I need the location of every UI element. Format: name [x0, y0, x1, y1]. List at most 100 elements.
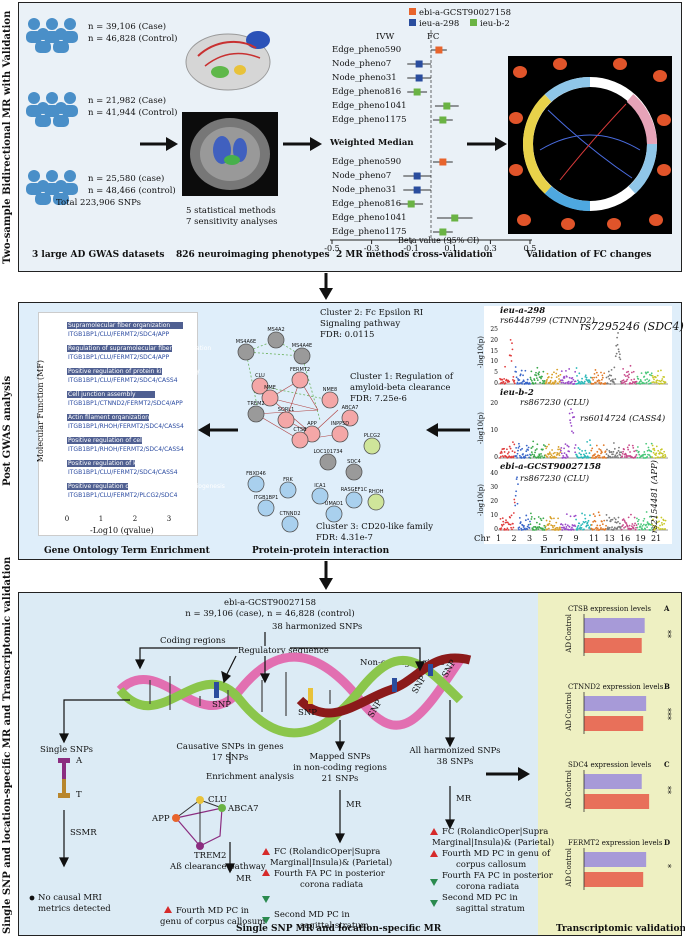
- manhattan-point: [575, 383, 577, 385]
- manhattan-point: [521, 382, 524, 385]
- forest-row-label: Edge_pheno590: [332, 157, 402, 167]
- expr-letter: C: [664, 760, 670, 769]
- manhattan-point: [556, 453, 559, 456]
- ppi-node: [247, 475, 265, 493]
- manhattan-point: [560, 381, 563, 384]
- manhattan-point: [539, 381, 542, 384]
- manhattan-point: [601, 374, 604, 377]
- dataset-total: Total 223,906 SNPs: [56, 198, 141, 208]
- manhattan-point: [589, 376, 592, 379]
- manhattan-point: [605, 457, 607, 459]
- manhattan-point: [613, 447, 616, 450]
- manhattan-point: [580, 524, 583, 527]
- cluster2-line1: Cluster 2: Fc Epsilon RI: [320, 308, 424, 318]
- manhattan-point: [500, 451, 503, 454]
- manhattan-point: [513, 379, 516, 382]
- manhattan-point: [558, 378, 560, 380]
- manhattan-point: [553, 382, 556, 385]
- manhattan-point: [637, 378, 640, 380]
- manhattan-point: [636, 446, 639, 448]
- caption-transcriptomic: Transcriptomic validation: [556, 924, 685, 934]
- manhattan-point: [518, 442, 520, 445]
- manhattan-point: [502, 456, 505, 458]
- manhattan-point: [560, 446, 563, 449]
- manhattan-point: [563, 526, 565, 529]
- manhattan-point: [552, 528, 555, 531]
- manhattan-point: [545, 519, 548, 522]
- manhattan-point: [604, 450, 607, 453]
- manhattan-point: [503, 447, 506, 450]
- people-icon-group-3: [26, 170, 78, 205]
- manhattan-point: [519, 521, 522, 523]
- manhattan-point: [544, 454, 547, 457]
- manhattan-point: [563, 452, 566, 455]
- go-gene-label: ITGB1BP1/CLU/FERMT2/SDC4/APP: [68, 331, 170, 338]
- manhattan-point: [586, 440, 589, 443]
- expr-title: SDC4 expression levels: [568, 761, 652, 769]
- manhattan-point: [664, 455, 667, 458]
- manhattan-point: [541, 455, 543, 457]
- manhattan-point: [607, 455, 610, 458]
- manhattan-point: [559, 528, 562, 531]
- manhattan-point: [574, 380, 577, 383]
- manhattan-point: [591, 447, 594, 450]
- manhattan-point: [510, 514, 513, 517]
- manhattan-point: [654, 381, 656, 384]
- allele-a: A: [76, 756, 83, 766]
- manhattan-point: [535, 374, 538, 377]
- manhattan-point: [640, 380, 642, 383]
- forest-col-fc: FC: [427, 32, 440, 42]
- forest-row-label: Edge_pheno1175: [332, 227, 407, 237]
- expr-bar-ad: [584, 638, 642, 653]
- manhattan-point: [563, 447, 565, 450]
- manhattan-point: [546, 378, 548, 381]
- manhattan-point: [560, 452, 563, 455]
- manhattan-point: [659, 456, 662, 459]
- manhattan-point: [659, 380, 662, 383]
- manhattan-point: [573, 447, 576, 449]
- manhattan-point: [552, 526, 554, 529]
- manhattan-point: [660, 379, 663, 382]
- manhattan-point: [557, 446, 560, 448]
- manhattan-point: [636, 375, 639, 378]
- manhattan-point: [534, 382, 537, 384]
- manhattan-point: [533, 455, 536, 458]
- expr-label-control: Control: [565, 848, 573, 875]
- manhattan-point: [569, 515, 572, 518]
- manhattan-point: [521, 524, 524, 527]
- ppi-node: [345, 463, 363, 481]
- ppi-node: [251, 377, 269, 395]
- manhattan-point: [520, 369, 523, 372]
- manhattan-point: [631, 382, 634, 385]
- manhattan-point: [553, 517, 555, 520]
- legend-swatch-1: [409, 8, 416, 15]
- manhattan-point: [517, 483, 519, 486]
- manhattan-point: [640, 372, 643, 375]
- p3-abeta: Aß clearance pathway: [170, 862, 266, 872]
- manhattan-point: [508, 523, 511, 526]
- snp-label-2: SNP: [298, 708, 317, 718]
- snp-label-1: SNP: [212, 700, 231, 710]
- manhattan-point: [584, 374, 587, 377]
- manhattan-point: [512, 522, 514, 525]
- manhattan-point: [566, 524, 569, 527]
- manhattan-point: [603, 372, 606, 375]
- arrow-forest-to-fc: [467, 137, 507, 151]
- manhattan-point: [537, 516, 540, 518]
- manhattan-point: [530, 370, 533, 373]
- manhattan-point: [535, 448, 538, 450]
- manhattan-point: [574, 514, 577, 517]
- manhattan-point: [525, 444, 528, 447]
- manhattan-point: [622, 450, 625, 453]
- manhattan-point: [601, 378, 603, 381]
- manhattan-point: [545, 381, 548, 384]
- manhattan-point: [648, 449, 651, 452]
- manhattan-point: [515, 370, 518, 373]
- manhattan-point: [550, 524, 553, 527]
- manhattan-point: [598, 448, 601, 450]
- ppi-node-label: NME8: [322, 387, 338, 393]
- forest-col-ivw: IVW: [376, 32, 395, 42]
- expr-bar-control: [584, 852, 647, 867]
- manhattan-point: [504, 382, 507, 384]
- res-map-1: FC (RolandicOper|Supra: [274, 847, 381, 857]
